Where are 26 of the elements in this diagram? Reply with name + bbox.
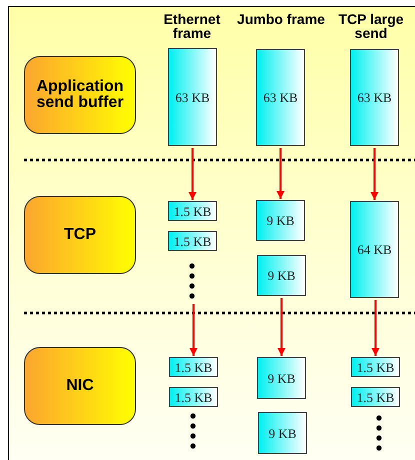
data-block: 1.5 KB: [168, 231, 217, 251]
column-heading: Jumbo frame: [236, 12, 326, 26]
column-heading: TCP large send: [337, 12, 405, 40]
layer-box: TCP: [24, 196, 136, 274]
data-block: 9 KB: [257, 357, 306, 399]
arrow: [372, 300, 380, 356]
arrow: [190, 304, 198, 356]
data-block: 9 KB: [256, 200, 305, 241]
data-block: 1.5 KB: [351, 357, 400, 377]
data-block: 63 KB: [168, 48, 217, 146]
column-heading: Ethernet frame: [162, 12, 222, 40]
data-block: 1.5 KB: [351, 387, 400, 407]
data-block: 63 KB: [256, 49, 305, 146]
data-block: 64 KB: [350, 201, 399, 298]
data-block: 1.5 KB: [169, 387, 218, 407]
data-block: 9 KB: [257, 255, 306, 296]
data-block: 1.5 KB: [169, 357, 218, 377]
arrow: [278, 298, 286, 356]
arrow: [276, 148, 284, 199]
layer-box: Application send buffer: [24, 56, 136, 134]
data-block: 9 KB: [258, 412, 307, 454]
data-block: 63 KB: [350, 49, 399, 146]
layer-box: NIC: [24, 347, 136, 425]
arrow: [370, 148, 378, 200]
arrow: [188, 148, 196, 200]
data-block: 1.5 KB: [168, 201, 217, 221]
